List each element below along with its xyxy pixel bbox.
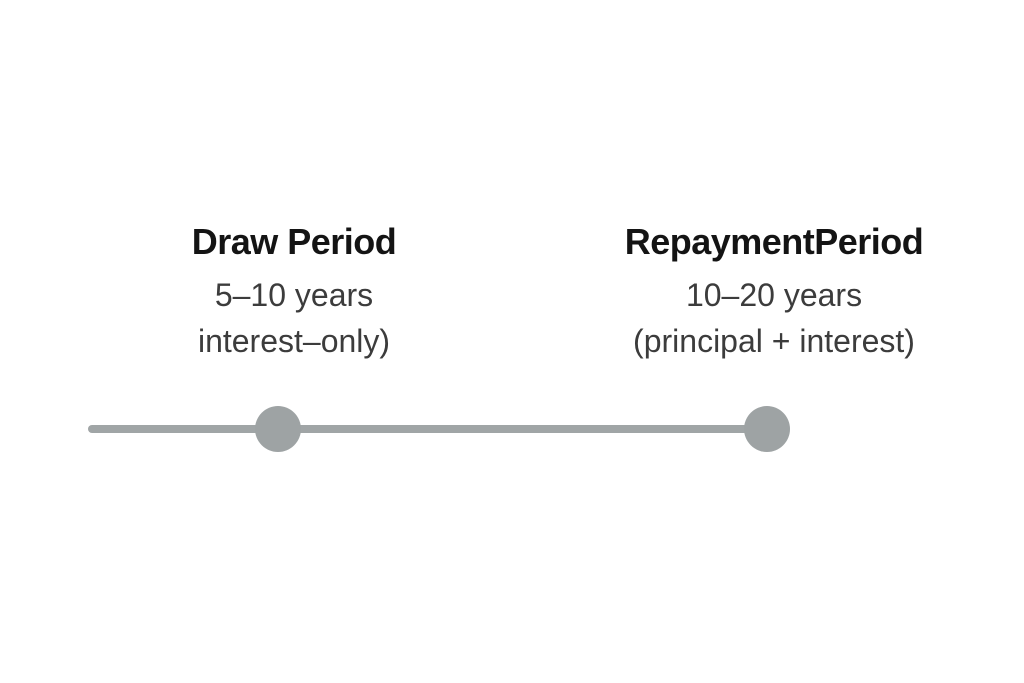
timeline-node-repayment-start [744, 406, 790, 452]
draw-period-detail: interest–only) [197, 323, 391, 359]
timeline-track [88, 425, 770, 433]
repayment-period-label: RepaymentPeriod 10–20 years (principal +… [599, 220, 949, 364]
draw-period-label: Draw Period 5–10 years interest–only) [139, 220, 449, 364]
timeline-node-draw-start [255, 406, 301, 452]
repayment-period-duration: 10–20 years [685, 277, 863, 313]
repayment-period-detail: (principal + interest) [633, 323, 915, 359]
draw-period-duration: 5–10 years [214, 277, 374, 313]
repayment-period-title: RepaymentPeriod [624, 221, 924, 262]
draw-period-title: Draw Period [191, 221, 397, 262]
